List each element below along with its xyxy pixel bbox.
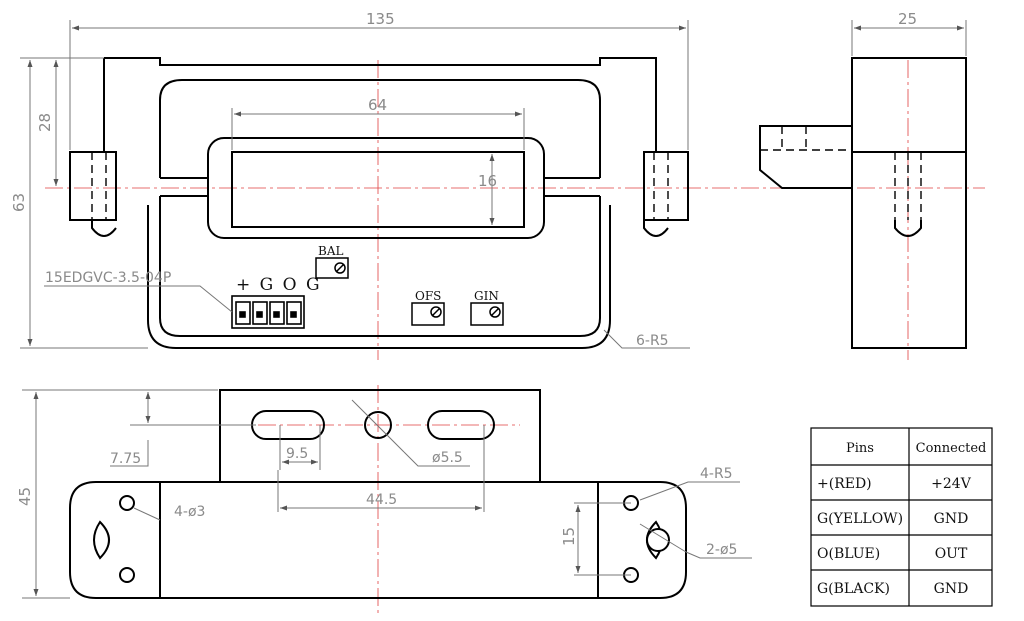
side-view-hidden: [760, 126, 966, 220]
table-cell-conn: +24V: [931, 476, 972, 492]
dim-ear-holes: 2-ø5: [706, 542, 737, 558]
connector-label: 15EDGVC-3.5-04P: [45, 270, 171, 286]
gin-pot: [470, 302, 504, 326]
pin-table: Pins Connected +(RED) +24V G(YELLOW) GND…: [810, 427, 993, 607]
gin-label: GIN: [474, 289, 499, 303]
dim-overall-width: 135: [366, 10, 395, 28]
table-cell-conn: GND: [934, 511, 969, 527]
dim-slot-offset: 7.75: [110, 451, 141, 467]
front-view: [69, 57, 689, 349]
table-cell-pin: O(BLUE): [817, 546, 880, 562]
front-dimension-lines: [20, 20, 690, 349]
dim-base-height: 45: [16, 487, 34, 506]
dim-overall-height: 63: [10, 193, 28, 212]
table-cell-conn: OUT: [935, 546, 968, 562]
dim-window-width: 64: [368, 96, 387, 114]
table-header-pins: Pins: [846, 441, 874, 456]
ear-slot-right: [643, 152, 669, 237]
dim-corner-radius-top: 6-R5: [636, 333, 669, 349]
dim-center-hole: ø5.5: [432, 450, 463, 466]
ofs-pot: [411, 302, 445, 326]
dim-slot-spacing: 44.5: [366, 492, 397, 508]
connector: [231, 295, 305, 329]
connector-leader: [44, 285, 233, 313]
table-cell-pin: G(BLACK): [817, 581, 890, 597]
dim-corner-radius-base: 4-R5: [700, 466, 733, 482]
bottom-view: [69, 389, 687, 599]
bal-label: BAL: [318, 244, 343, 258]
bottom-dimension-lines: [22, 389, 752, 599]
dim-side-width: 25: [898, 10, 917, 28]
table-cell-conn: GND: [934, 581, 969, 597]
side-view: [759, 57, 967, 349]
dim-window-height: 16: [478, 172, 497, 190]
dim-slot-width: 9.5: [286, 446, 308, 462]
table-header-connected: Connected: [916, 441, 987, 456]
bal-pot: [315, 257, 349, 279]
side-dimension-lines: [851, 20, 967, 56]
center-lines: [45, 60, 985, 615]
dim-ear-pitch: 15: [560, 527, 578, 546]
ear-slot-left: [91, 152, 117, 237]
ofs-label: OFS: [415, 289, 441, 303]
dim-mount-holes: 4-ø3: [174, 504, 205, 520]
table-cell-pin: +(RED): [817, 476, 872, 492]
pin-marks: + G O G: [236, 275, 322, 295]
dim-upper-height: 28: [36, 113, 54, 132]
table-cell-pin: G(YELLOW): [817, 511, 903, 527]
